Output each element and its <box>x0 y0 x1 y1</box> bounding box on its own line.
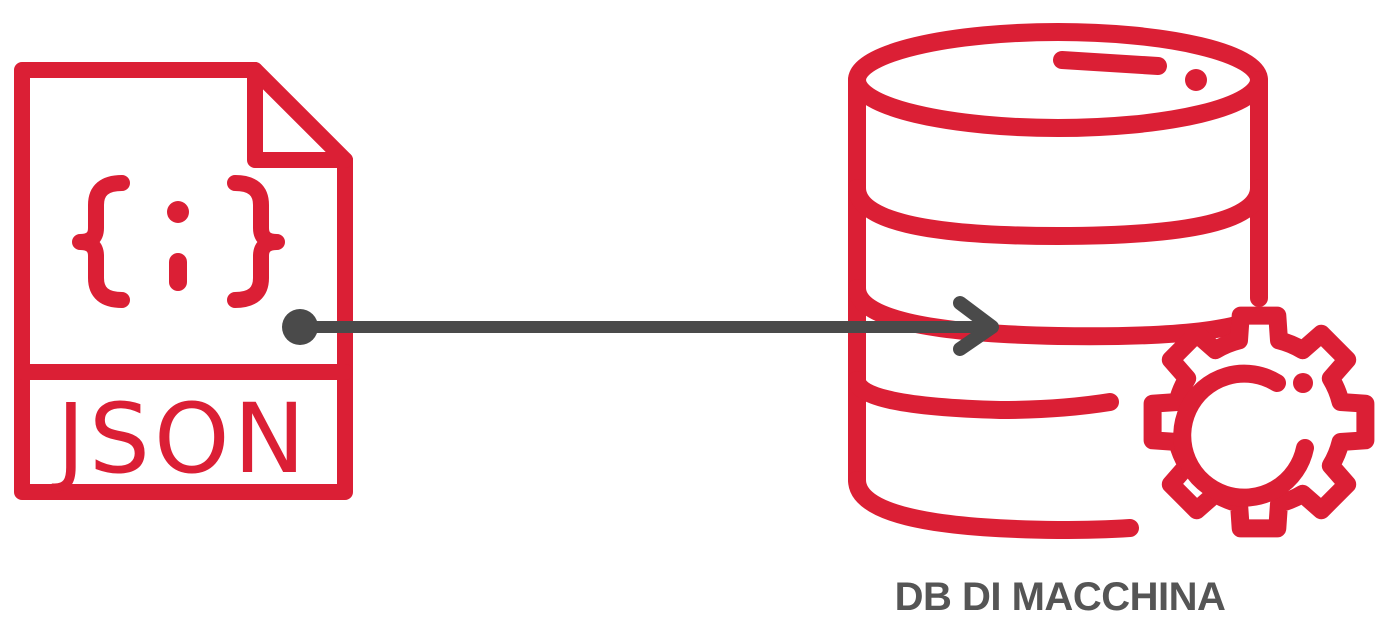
arrowhead <box>953 296 999 356</box>
gear-outline <box>1143 306 1375 538</box>
db-top-dot <box>1185 69 1207 91</box>
file-corner-fold <box>247 62 353 168</box>
gear-inner-arc <box>1173 364 1314 507</box>
db-top-highlight <box>1053 51 1167 75</box>
arrow-start-dot <box>282 309 318 345</box>
brace-dot <box>167 201 189 223</box>
left-brace <box>72 175 130 308</box>
db-bottom <box>848 471 1139 539</box>
database-gear-icon <box>848 23 1268 539</box>
database-label: DB DI MACCHINA <box>894 575 1226 619</box>
right-brace <box>227 175 285 308</box>
db-ring-3 <box>848 371 1119 419</box>
json-label: JSON <box>52 383 310 495</box>
gear-icon <box>1143 306 1375 538</box>
gear-inner-dot <box>1293 373 1313 393</box>
arrow-right <box>294 296 999 356</box>
db-ring-1 <box>848 179 1268 245</box>
